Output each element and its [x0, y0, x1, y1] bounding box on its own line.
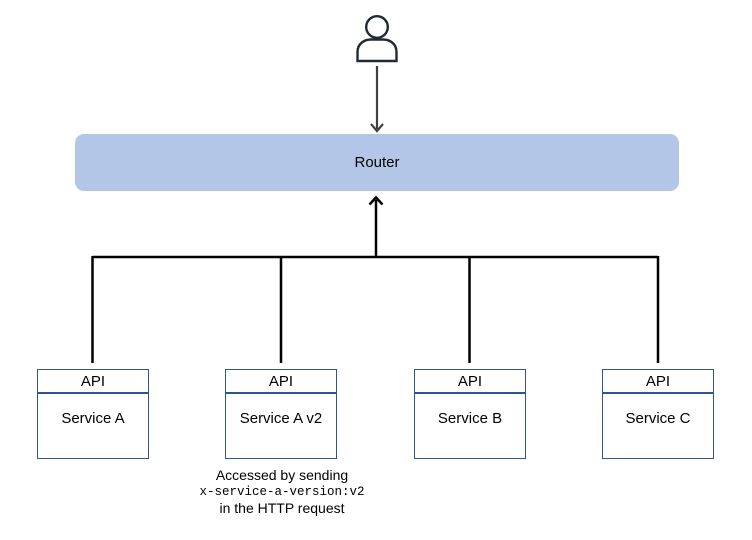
service-c-label: Service C [625, 410, 691, 427]
router-node: Router [75, 134, 679, 191]
service-c-node: API Service C [602, 369, 714, 459]
note-line-1: Accessed by sending [215, 467, 349, 483]
service-c-api-header: API [603, 370, 713, 394]
service-a-node: API Service A [37, 369, 149, 459]
service-a-v2-label: Service A v2 [239, 410, 323, 427]
arrowhead-down-icon [370, 123, 384, 133]
note-header-code: x-service-a-version:v2 [199, 484, 365, 499]
service-b-api-header: API [415, 370, 525, 394]
service-a-api-header: API [38, 370, 148, 394]
arrowhead-up-icon [368, 195, 384, 206]
service-a-v2-note: Accessed by sending x-service-a-version:… [182, 467, 382, 517]
person-body [356, 38, 398, 63]
service-a-v2-api-header: API [226, 370, 336, 394]
person-icon [356, 15, 398, 63]
service-a-v2-node: API Service A v2 [225, 369, 337, 459]
router-label: Router [354, 154, 400, 171]
service-b-label: Service B [437, 410, 503, 427]
branch-connector [91, 255, 660, 363]
service-b-node: API Service B [414, 369, 526, 459]
user-to-router-arrow [370, 66, 384, 133]
service-a-label: Service A [61, 410, 125, 427]
note-line-3: in the HTTP request [219, 500, 345, 516]
person-head [365, 15, 390, 40]
services-to-router-arrow [368, 195, 384, 257]
